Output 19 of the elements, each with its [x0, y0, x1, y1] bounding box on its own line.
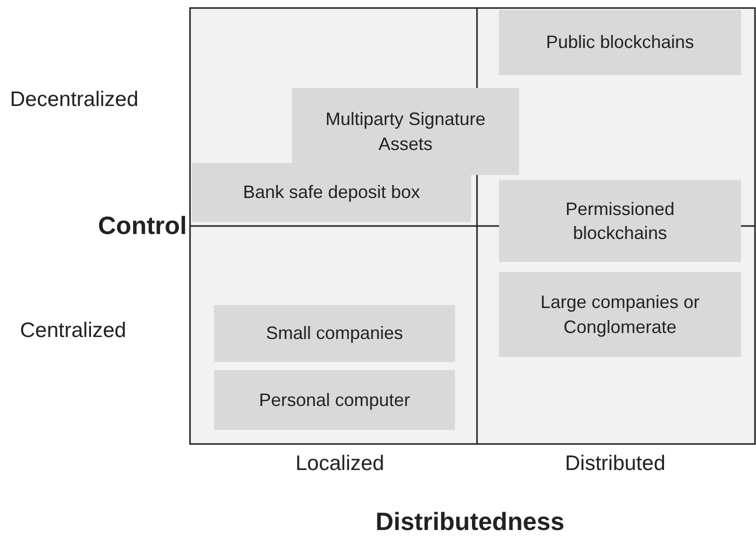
box-label: Personal computer — [258, 388, 412, 412]
category-box — [214, 370, 455, 430]
category-box — [499, 180, 741, 262]
category-box — [499, 272, 741, 357]
axis-title: Distributedness — [376, 508, 564, 537]
axis-tick-label: Decentralized — [10, 88, 138, 112]
box-label: Bank safe deposit box — [242, 181, 422, 204]
box-label: Large companies or Conglomerate — [539, 291, 701, 339]
axis-tick-label: Localized — [296, 452, 384, 476]
category-box — [292, 88, 519, 175]
axis-tick-label: Distributed — [565, 452, 666, 476]
axis-tick-label: Centralized — [20, 319, 126, 343]
box-label: Small companies — [264, 322, 404, 346]
category-box — [499, 10, 741, 75]
box-label: Permissioned blockchains — [564, 198, 676, 245]
box-label: Public blockchains — [544, 31, 696, 54]
axis-title: Control — [98, 212, 187, 241]
category-box — [214, 305, 455, 362]
box-label: Multiparty Signature Assets — [324, 108, 487, 156]
